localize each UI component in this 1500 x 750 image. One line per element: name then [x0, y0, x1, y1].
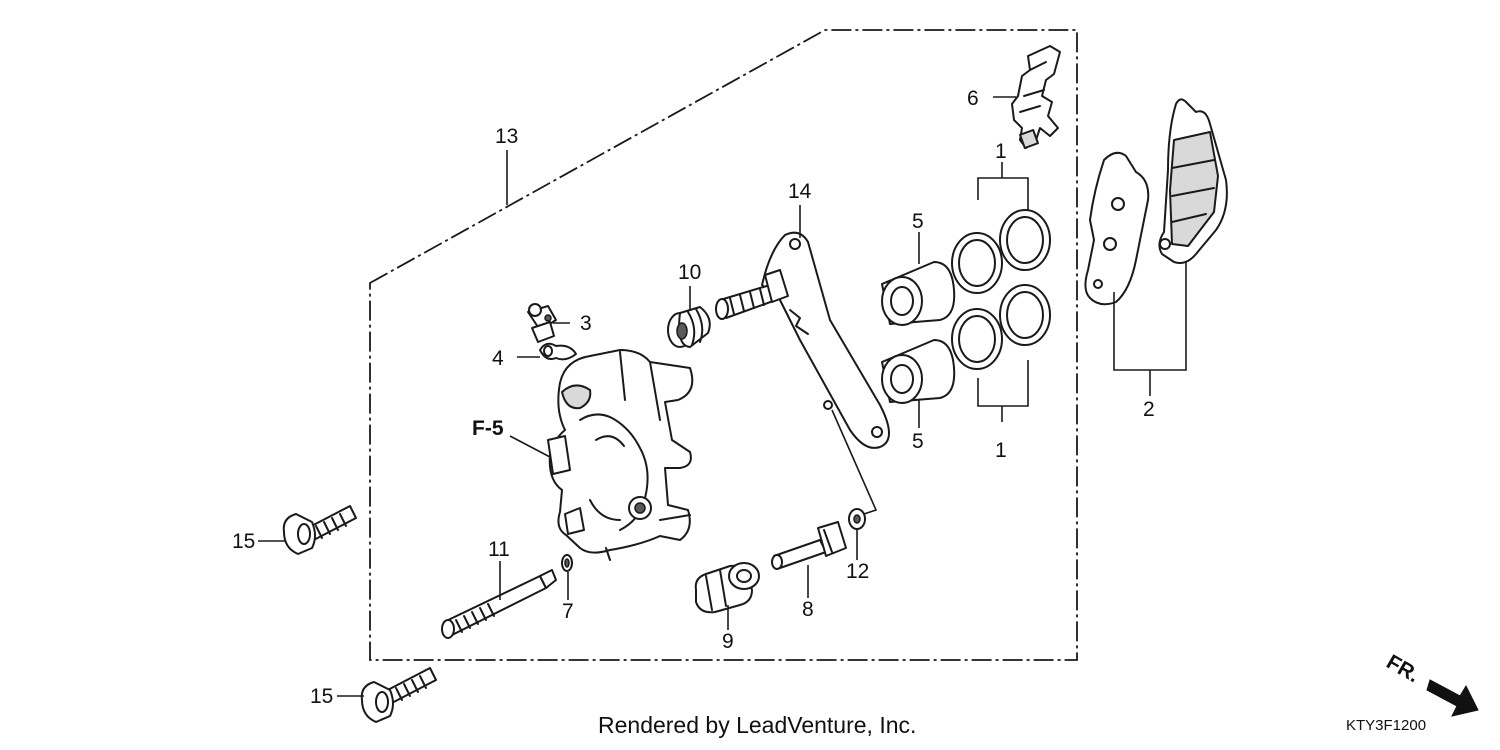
callout-1-top: 1: [995, 140, 1007, 163]
part-9-bolt[interactable]: [694, 562, 760, 614]
reference-label-f5: F-5: [472, 417, 504, 440]
part-2-pad-front[interactable]: [1084, 151, 1150, 306]
part-15-bolt-lower[interactable]: [360, 667, 437, 723]
assembly-boundary: [369, 29, 1078, 661]
callout-10: 10: [678, 261, 701, 284]
callout-4: 4: [492, 347, 504, 370]
part-14-bracket[interactable]: [715, 231, 890, 449]
render-credit: Rendered by LeadVenture, Inc.: [598, 712, 916, 738]
front-direction-indicator: FR.: [1383, 650, 1479, 717]
callout-11: 11: [488, 538, 510, 561]
callout-3: 3: [580, 312, 592, 335]
callout-8: 8: [802, 598, 814, 621]
caliper-body[interactable]: [547, 349, 694, 561]
part-11-pin[interactable]: [441, 569, 557, 639]
part-2-pad-rear[interactable]: [1158, 98, 1228, 264]
callout-2: 2: [1143, 398, 1155, 421]
diagram-code: KTY3F1200: [1346, 717, 1426, 734]
part-6-pad-spring[interactable]: [1011, 45, 1061, 149]
callout-15-lower: 15: [310, 685, 333, 708]
callout-14: 14: [788, 180, 812, 203]
callout-15-upper: 15: [232, 530, 255, 553]
part-15-bolt-upper[interactable]: [282, 505, 357, 555]
callout-9: 9: [722, 630, 734, 653]
part-5-piston-bottom[interactable]: [881, 339, 956, 404]
arrow-right-icon: [1426, 679, 1479, 717]
callout-5-bottom: 5: [912, 430, 924, 453]
callout-6: 6: [967, 87, 979, 110]
part-12-washer[interactable]: [848, 508, 866, 530]
part-3-bleeder[interactable]: [527, 303, 557, 343]
direction-label: FR.: [1383, 650, 1424, 687]
part-1-seals[interactable]: [951, 209, 1051, 370]
part-10-boot[interactable]: [667, 306, 711, 348]
callout-1-bottom: 1: [995, 439, 1007, 462]
callout-5-top: 5: [912, 210, 924, 233]
part-8-pin-bolt[interactable]: [771, 521, 847, 570]
part-7-washer[interactable]: [561, 554, 573, 572]
leader-lines: [258, 96, 1187, 697]
part-4-cap[interactable]: [539, 342, 577, 361]
callout-13: 13: [495, 125, 518, 148]
callout-7: 7: [562, 600, 574, 623]
part-5-piston-top[interactable]: [881, 261, 956, 326]
callout-12: 12: [846, 560, 869, 583]
